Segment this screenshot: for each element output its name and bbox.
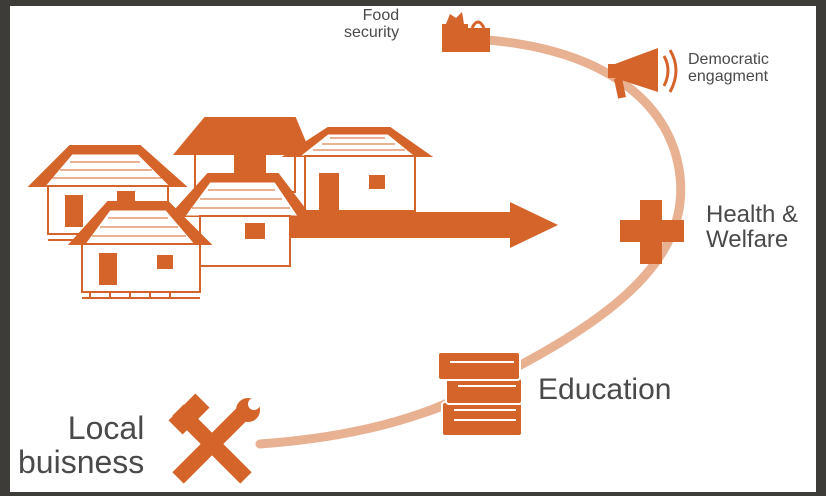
diagram-canvas: Food security Democratic engagment Healt… [10, 6, 816, 492]
label-local-business: Local buisness [18, 410, 145, 480]
megaphone-icon [608, 48, 678, 99]
arrow-right-icon [285, 202, 558, 248]
label-democratic-engagement: Democratic engagment [688, 51, 769, 85]
shopping-bags-icon [442, 12, 490, 52]
tools-icon [168, 393, 260, 484]
label-education: Education [538, 373, 672, 406]
diagram-graphic [27, 12, 686, 484]
label-health-welfare: Health & Welfare [706, 201, 799, 254]
plus-cross-icon [620, 200, 684, 264]
connector-path-thin [259, 404, 451, 446]
books-icon [437, 351, 523, 437]
connector-path [255, 35, 686, 449]
label-food-security: Food security [344, 7, 400, 41]
houses-illustration [27, 117, 434, 299]
